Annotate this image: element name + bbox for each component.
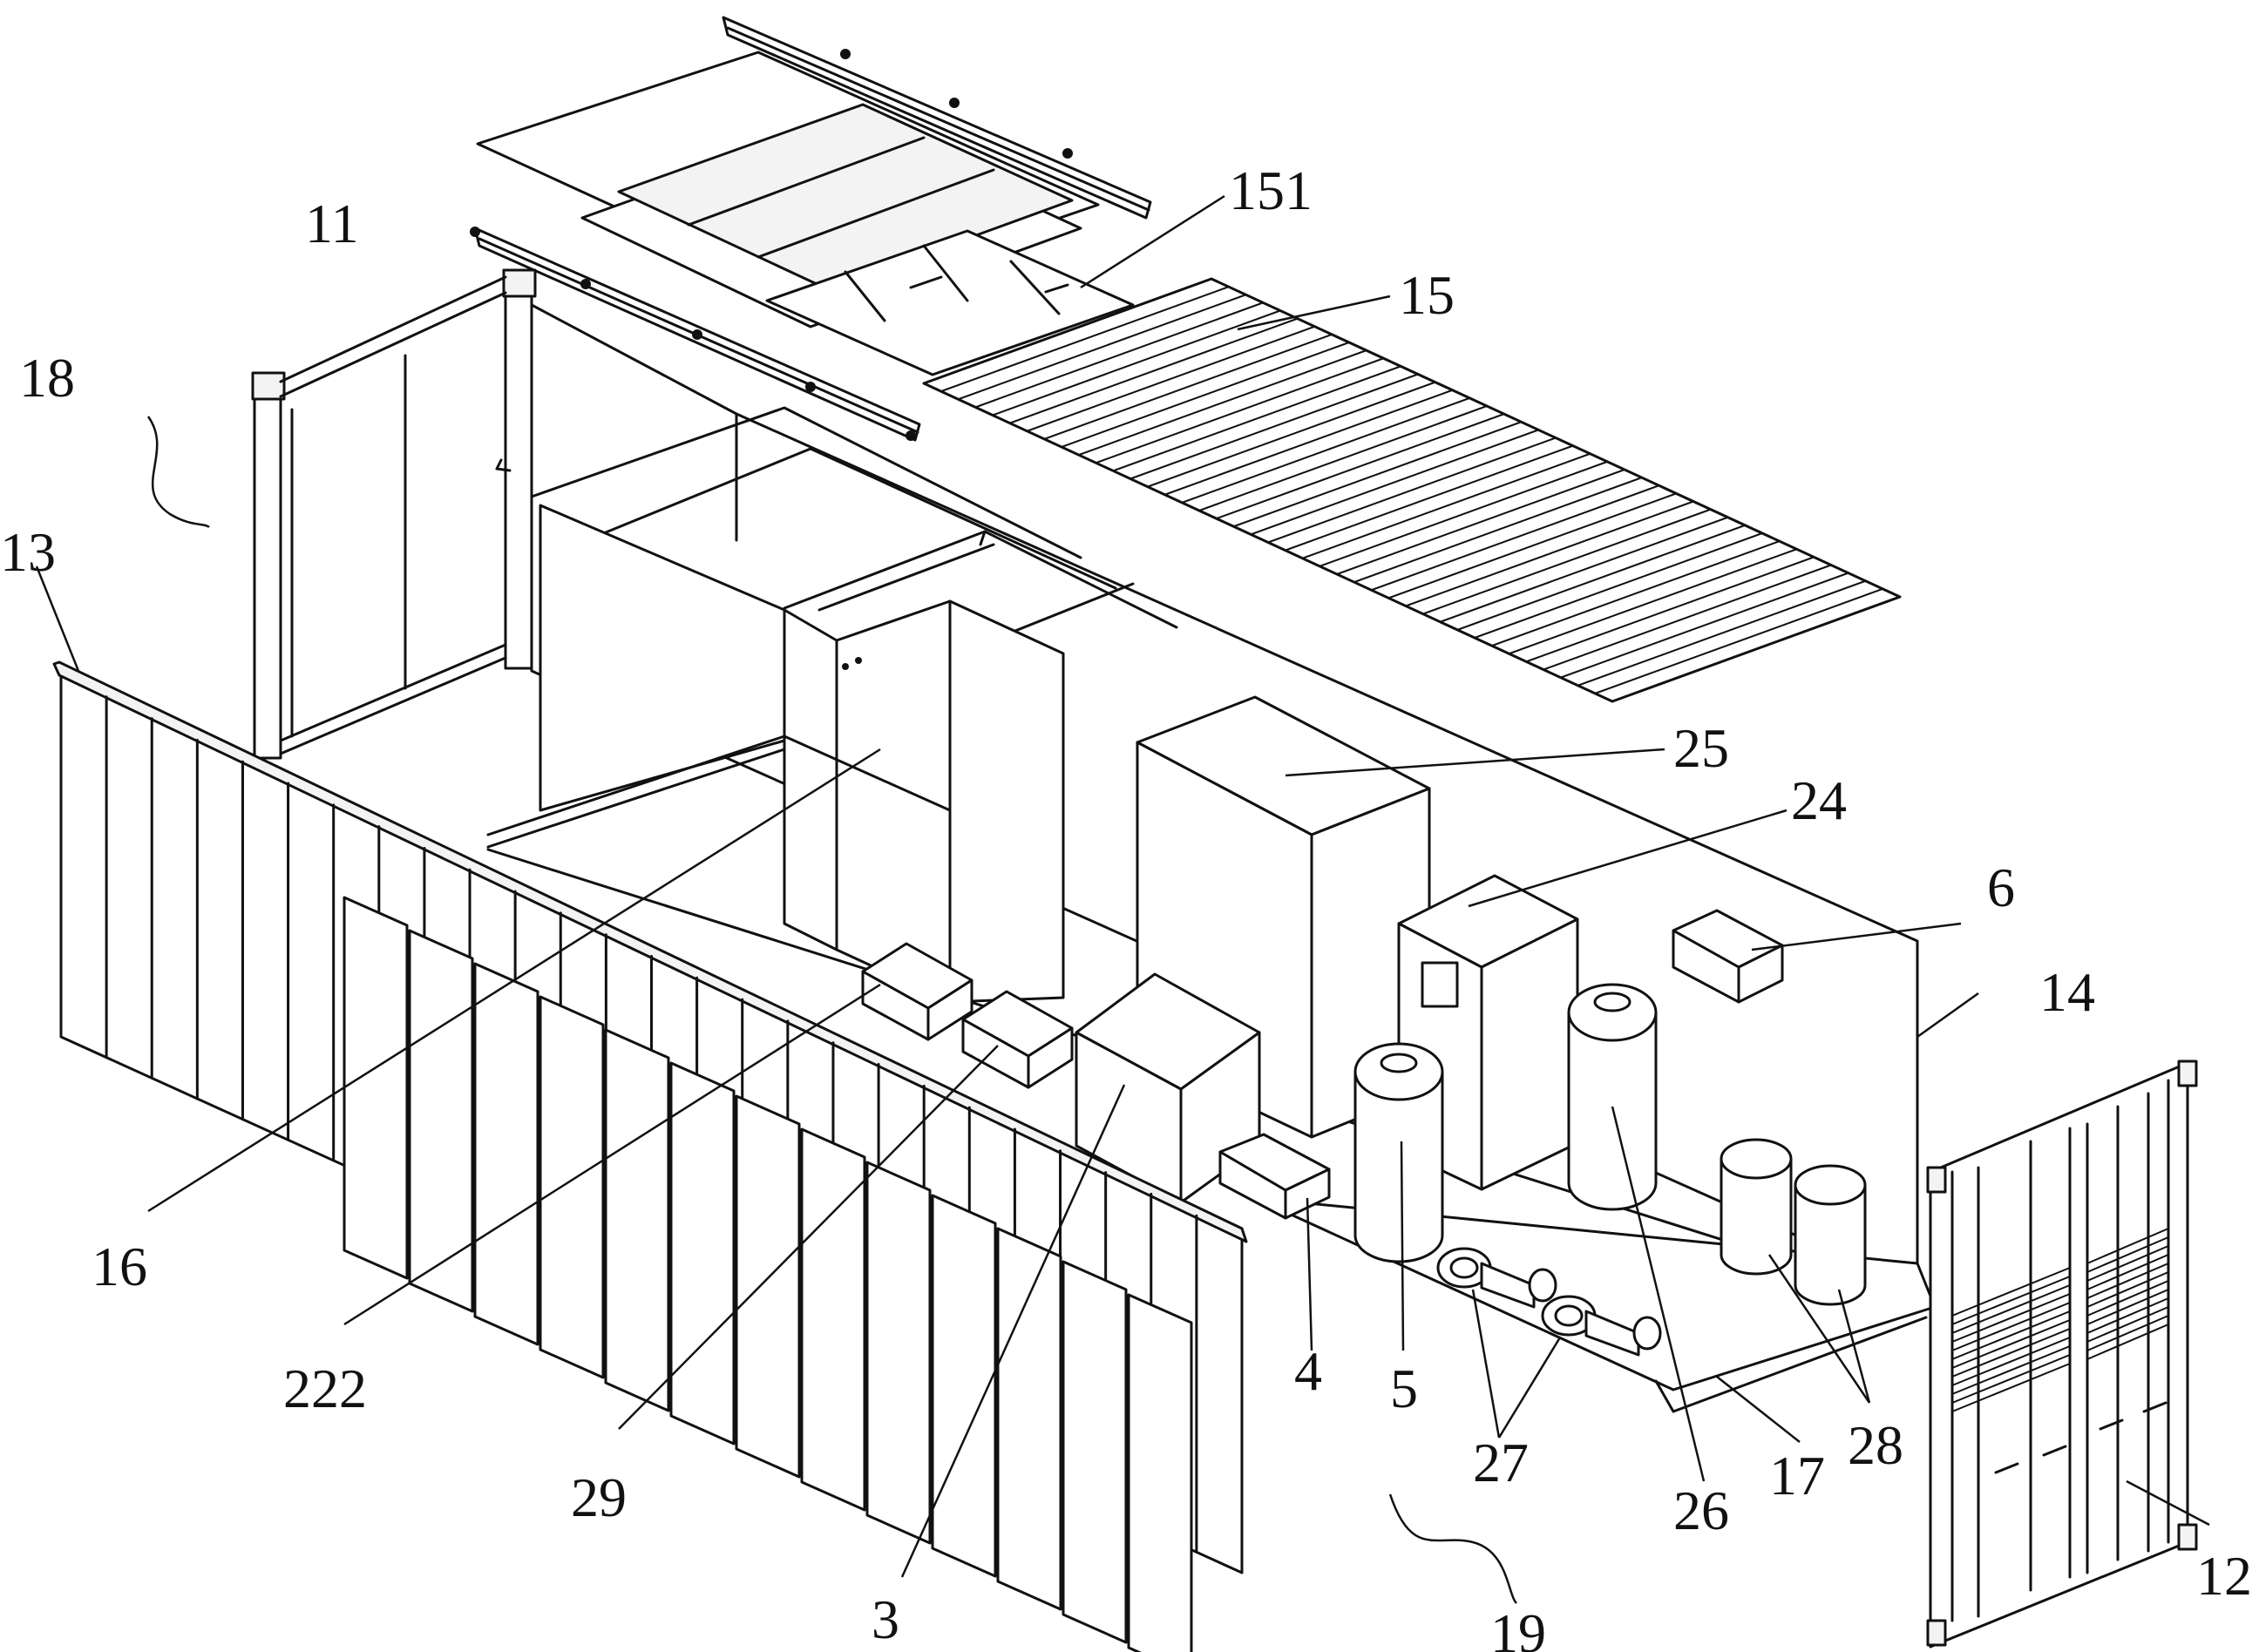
label-13: 13 — [0, 521, 56, 583]
roof-assembly — [470, 16, 1902, 703]
label-4: 4 — [1294, 1340, 1322, 1402]
label-19: 19 — [1490, 1602, 1546, 1652]
equipment — [861, 695, 1867, 1357]
label-16: 16 — [92, 1236, 147, 1297]
side-panels — [343, 896, 1193, 1652]
label-222: 222 — [283, 1357, 367, 1419]
label-28: 28 — [1848, 1414, 1903, 1476]
label-24: 24 — [1791, 769, 1847, 831]
label-17: 17 — [1769, 1445, 1825, 1506]
label-26: 26 — [1673, 1479, 1729, 1541]
label-15: 15 — [1399, 264, 1455, 326]
label-6: 6 — [1987, 856, 2015, 918]
end-frame — [251, 268, 537, 760]
label-151: 151 — [1229, 159, 1313, 221]
label-11: 11 — [305, 193, 359, 254]
part-labels: 11 18 13 151 15 25 24 6 14 16 222 29 3 4… — [0, 159, 2252, 1652]
label-27: 27 — [1473, 1432, 1529, 1493]
leader-lines — [35, 194, 2210, 1604]
end-door — [1926, 1060, 2198, 1649]
label-18: 18 — [19, 347, 75, 409]
label-5: 5 — [1390, 1357, 1418, 1419]
label-29: 29 — [571, 1466, 627, 1528]
label-14: 14 — [2039, 961, 2095, 1023]
door-slats — [1951, 1228, 2169, 1412]
label-25: 25 — [1673, 717, 1729, 779]
label-3: 3 — [872, 1588, 899, 1650]
side-wall — [52, 660, 1248, 1652]
label-12: 12 — [2196, 1545, 2252, 1607]
roof-corrugations — [940, 286, 1883, 694]
